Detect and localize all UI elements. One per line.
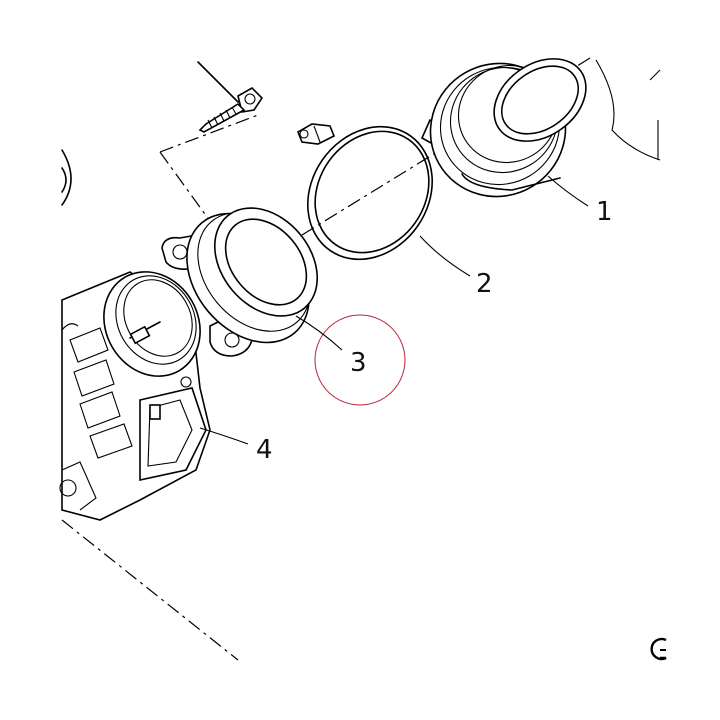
part-1-intake-connector bbox=[420, 58, 661, 198]
callout-3: 3 bbox=[350, 348, 367, 378]
callout-4: 4 bbox=[256, 435, 273, 465]
edge-partial-part bbox=[61, 149, 72, 206]
part-3-adapter-gasket bbox=[161, 207, 319, 357]
part-2-hose-clamp bbox=[296, 123, 434, 261]
callout-2: 2 bbox=[476, 269, 493, 299]
leader-lines bbox=[199, 175, 589, 445]
part-4-throttle-body bbox=[59, 271, 211, 521]
callout-1: 1 bbox=[596, 197, 613, 227]
corner-logo-icon bbox=[650, 637, 667, 661]
bolt bbox=[197, 61, 264, 133]
highlight-circle bbox=[314, 314, 406, 406]
